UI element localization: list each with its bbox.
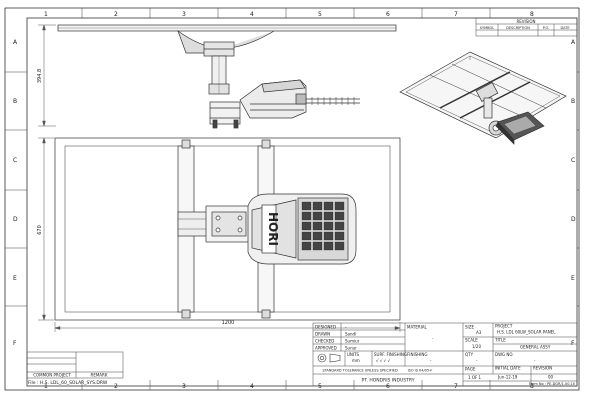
file-name: File : H.S. LDL_60_SOLAR_SYS.DRW — [28, 380, 108, 386]
zone-right-b: B — [571, 98, 575, 105]
revision-header-symbol: SYMBOL — [480, 26, 494, 30]
designed-value: - — [345, 325, 347, 330]
title-block-lines — [312, 322, 578, 387]
form-number: Form No : PE-DGR/1.00.10 — [529, 382, 575, 386]
revision-header-po: P.O. — [543, 26, 549, 30]
zone-right-c: C — [571, 157, 575, 164]
zone-right-e: E — [571, 275, 575, 282]
zone-bottom-2: 2 — [114, 383, 118, 390]
revision-value: 00 — [548, 375, 554, 380]
dimension-width-top — [54, 322, 401, 332]
initial-date-label: INITIAL DATE — [495, 366, 521, 371]
designed-label: DESIGNED — [315, 325, 336, 330]
dimension-width-top-label: 1200 — [222, 320, 235, 326]
common-project-remark: REMARK — [91, 373, 108, 378]
checked-value: Sumiur — [345, 339, 360, 344]
projection-symbol-icon — [317, 353, 341, 363]
approved-label: APPROVED — [315, 346, 337, 351]
scale-label: SCALE — [465, 338, 478, 343]
outer-border — [4, 7, 580, 391]
finishing-value: - — [430, 358, 432, 363]
zone-right-d: D — [571, 216, 576, 223]
checked-label: CHECKED — [315, 339, 334, 344]
zone-top-2: 2 — [114, 11, 118, 18]
zone-top-3: 3 — [182, 11, 186, 18]
revision-header-date: DATE — [560, 26, 569, 30]
page-value: 1 OF 1 — [468, 375, 482, 380]
page-label: PAGE — [465, 367, 476, 372]
dwg-value: - — [534, 358, 536, 363]
dimension-height-side-label: 394.8 — [37, 69, 43, 83]
dimension-height-top — [38, 137, 54, 321]
common-project-label: COMMON PROJECT — [33, 373, 71, 378]
zone-bottom-4: 4 — [250, 383, 254, 390]
dimension-height-top-label: 670 — [37, 225, 43, 235]
material-label: MATERIAL — [407, 325, 428, 330]
zone-top-7: 7 — [454, 11, 458, 18]
zone-bottom-5: 5 — [318, 383, 322, 390]
dwg-label: DWG NO. — [495, 352, 514, 357]
dimension-height-side — [38, 24, 56, 127]
isometric-view — [399, 51, 567, 145]
zone-left-a: A — [13, 39, 18, 46]
side-view — [57, 24, 397, 129]
revision-block — [475, 17, 578, 37]
title-label: TITLE — [494, 338, 506, 343]
inner-border — [26, 17, 578, 387]
lamp-logo: HORI — [266, 212, 280, 246]
size-value: A3 — [476, 330, 482, 335]
qty-label: QTY — [465, 352, 474, 357]
finishing-label: FINISHING — [407, 352, 427, 357]
zone-top-4: 4 — [250, 11, 254, 18]
zone-left-c: C — [13, 157, 17, 164]
zone-bottom-7: 7 — [454, 383, 458, 390]
zone-top-1: 1 — [44, 11, 48, 18]
led-array — [301, 201, 345, 251]
project-value: H.S. LDL 60LW_SOLAR PANEL — [497, 330, 556, 335]
common-project-block — [26, 351, 124, 379]
standard-value: ISO IS 04/05-F — [408, 369, 433, 373]
size-label: SIZE — [465, 325, 474, 330]
drawn-value: Sandi — [345, 332, 356, 337]
zone-right-f: F — [571, 340, 575, 347]
company-name: PT. HONDRIS INDUSTRY — [362, 378, 415, 384]
standard-text: STANDARD TOLERANCE UNLESS SPECIFIED — [322, 369, 398, 373]
zone-top-8: 8 — [530, 11, 534, 18]
zone-right-a: A — [571, 39, 576, 46]
zone-bottom-8: 8 — [530, 383, 534, 390]
zone-labels: 1 2 3 4 5 6 7 8 1 2 3 4 5 6 7 8 A B C D … — [13, 11, 576, 390]
title-value: GENERAL ASSY — [520, 345, 551, 350]
material-value: - — [432, 336, 434, 341]
qty-value: - — [476, 358, 478, 363]
surface-label: SURF. FINISHING — [374, 352, 407, 357]
zone-top-6: 6 — [386, 11, 390, 18]
zone-ticks — [5, 8, 579, 390]
project-label: PROJECT — [495, 324, 513, 329]
top-view-panel — [54, 137, 401, 321]
zone-left-f: F — [13, 340, 17, 347]
zone-bottom-3: 3 — [182, 383, 186, 390]
drawn-label: DRAWN — [315, 332, 330, 337]
revision-header-description: DESCRIPTION — [506, 26, 530, 30]
initial-date-value: Jun-12-19 — [497, 375, 518, 380]
revision-label: REVISION — [533, 366, 552, 371]
zone-bottom-6: 6 — [386, 383, 390, 390]
zone-bottom-1: 1 — [44, 383, 48, 390]
zone-top-5: 5 — [318, 11, 322, 18]
units-value: mm — [352, 358, 360, 363]
approved-value: Sunur — [345, 346, 357, 351]
zone-left-b: B — [13, 98, 17, 105]
zone-left-d: D — [13, 216, 18, 223]
surface-value: √ √ √ √ — [376, 358, 390, 363]
units-label: UNITS — [347, 352, 360, 357]
revision-title: REVISION — [516, 19, 535, 24]
zone-left-e: E — [13, 275, 17, 282]
scale-value: 1/20 — [472, 344, 481, 349]
